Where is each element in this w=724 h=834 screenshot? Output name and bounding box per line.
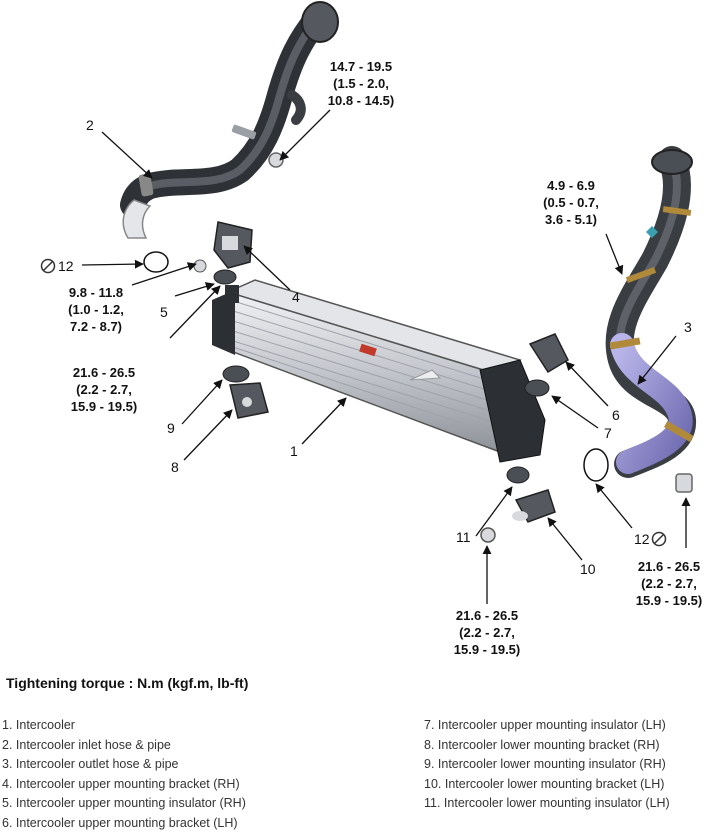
callout-12-right: 12: [634, 531, 650, 547]
torque-spec-2: 4.9 - 6.9 (0.5 - 0.7, 3.6 - 5.1): [543, 178, 599, 227]
o-ring-right: [583, 448, 609, 482]
svg-text:(2.2 - 2.7,: (2.2 - 2.7,: [641, 576, 697, 591]
upper-insulator-lh: [524, 379, 550, 397]
callout-8: 8: [171, 459, 179, 475]
legend-item: 2. Intercooler inlet hose & pipe: [2, 737, 171, 752]
callout-3: 3: [684, 319, 692, 335]
callout-12-left: 12: [58, 258, 74, 274]
legend-item: 6. Intercooler upper mounting bracket (L…: [2, 815, 238, 830]
outlet-hose-and-pipe: [605, 146, 696, 493]
legend-item: 11. Intercooler lower mounting insulator…: [424, 796, 670, 811]
legend-item: 1. Intercooler: [2, 718, 75, 732]
svg-text:14.7 - 19.5: 14.7 - 19.5: [330, 59, 392, 74]
svg-text:21.6 - 26.5: 21.6 - 26.5: [638, 559, 700, 574]
svg-text:9.8 - 11.8: 9.8 - 11.8: [69, 285, 123, 300]
tightening-torque-title: Tightening torque : N.m (kgf.m, lb-ft): [6, 675, 249, 691]
torque-spec-5: 21.6 - 26.5 (2.2 - 2.7, 15.9 - 19.5): [636, 559, 703, 608]
parts-legend-left: 1. Intercooler 2. Intercooler inlet hose…: [2, 716, 246, 834]
lower-insulator-rh: [222, 365, 250, 383]
svg-text:15.9 - 19.5): 15.9 - 19.5): [636, 593, 703, 608]
intercooler: [212, 279, 546, 463]
lower-bracket-rh: [229, 382, 269, 419]
intercooler-exploded-diagram: 2 3 4 5 1 9 8 6 7 10 11 12 12 14.7 - 19.…: [40, 1, 703, 640]
callout-11: 11: [456, 529, 471, 545]
svg-text:(1.0 - 1.2,: (1.0 - 1.2,: [68, 302, 124, 317]
svg-text:21.6 - 26.5: 21.6 - 26.5: [456, 608, 518, 623]
legend-item: 8. Intercooler lower mounting bracket (R…: [424, 737, 660, 752]
upper-bracket-rh: [213, 221, 253, 269]
callout-7: 7: [604, 425, 612, 441]
leader-lines: [81, 109, 691, 604]
inlet-hose-and-pipe: [120, 1, 339, 239]
svg-text:15.9 - 19.5): 15.9 - 19.5): [71, 399, 138, 414]
callout-2: 2: [86, 117, 94, 133]
torque-spec-3: 9.8 - 11.8 (1.0 - 1.2, 7.2 - 8.7): [68, 285, 124, 334]
callout-1: 1: [290, 443, 298, 459]
bolt-lower-lh: [480, 527, 496, 543]
callout-4: 4: [292, 289, 300, 305]
svg-text:(1.5 - 2.0,: (1.5 - 2.0,: [333, 76, 389, 91]
do-not-reuse-icon: [40, 258, 56, 274]
upper-bracket-lh: [528, 333, 569, 374]
legend-item: 7. Intercooler upper mounting insulator …: [424, 718, 666, 732]
svg-text:10.8 - 14.5): 10.8 - 14.5): [328, 93, 395, 108]
torque-spec-1: 14.7 - 19.5 (1.5 - 2.0, 10.8 - 14.5): [328, 59, 395, 108]
legend-item: 4. Intercooler upper mounting bracket (R…: [2, 776, 240, 791]
torque-spec-6: 21.6 - 26.5 (2.2 - 2.7, 15.9 - 19.5): [456, 608, 518, 640]
legend-item: 3. Intercooler outlet hose & pipe: [2, 757, 179, 772]
svg-text:(0.5 - 0.7,: (0.5 - 0.7,: [543, 195, 599, 210]
svg-text:21.6 - 26.5: 21.6 - 26.5: [73, 365, 135, 380]
legend-item: 5. Intercooler upper mounting insulator …: [2, 796, 246, 811]
callout-5: 5: [160, 304, 168, 320]
svg-text:7.2 - 8.7): 7.2 - 8.7): [70, 319, 122, 334]
svg-text:(2.2 - 2.7,: (2.2 - 2.7,: [459, 625, 515, 640]
svg-text:(2.2 - 2.7,: (2.2 - 2.7,: [76, 382, 132, 397]
torque-spec-6-line3: 15.9 - 19.5): [453, 642, 521, 657]
svg-text:4.9 - 6.9: 4.9 - 6.9: [547, 178, 595, 193]
callout-6: 6: [612, 407, 620, 423]
parts-legend-right: 7. Intercooler upper mounting insulator …: [424, 716, 670, 814]
legend-item: 10. Intercooler lower mounting bracket (…: [424, 776, 665, 791]
legend-item: 9. Intercooler lower mounting insulator …: [424, 757, 666, 772]
torque-spec-4: 21.6 - 26.5 (2.2 - 2.7, 15.9 - 19.5): [71, 365, 138, 414]
svg-text:3.6 - 5.1): 3.6 - 5.1): [545, 212, 597, 227]
do-not-reuse-icon: [651, 531, 667, 547]
callout-10: 10: [580, 561, 596, 577]
lower-insulator-lh: [506, 466, 530, 484]
o-ring-left: [143, 251, 169, 273]
callout-9: 9: [167, 420, 175, 436]
lower-bracket-lh: [512, 489, 556, 523]
